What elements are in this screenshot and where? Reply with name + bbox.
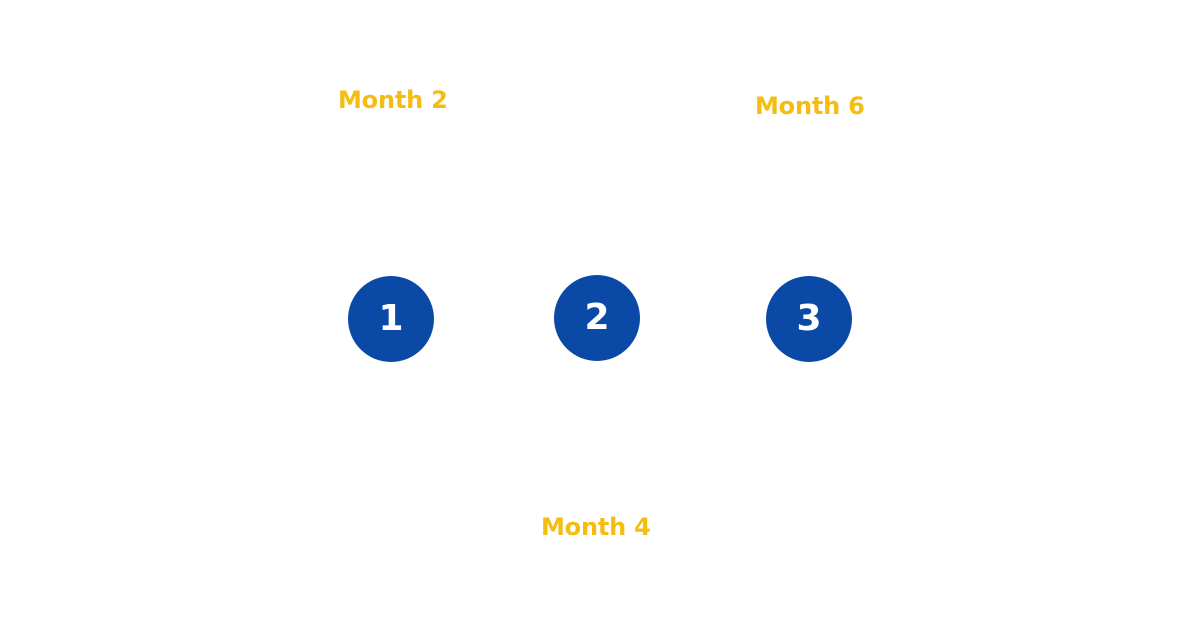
step-1-circle: 1	[348, 276, 434, 362]
step-2-month-label: Month 4	[541, 513, 651, 541]
step-3-number: 3	[796, 298, 822, 339]
step-1-number: 1	[378, 298, 404, 339]
step-3-circle: 3	[766, 276, 852, 362]
step-1-month-label: Month 2	[338, 86, 448, 114]
step-2-number: 2	[584, 297, 610, 338]
step-3-month-label: Month 6	[755, 92, 865, 120]
step-2-circle: 2	[554, 275, 640, 361]
